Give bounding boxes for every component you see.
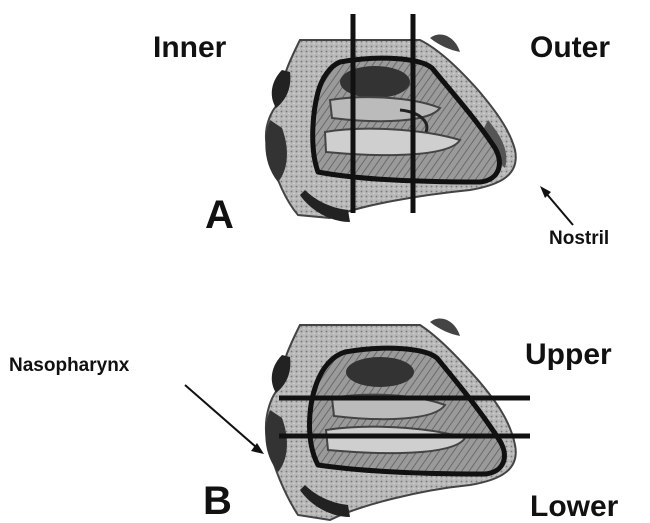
panel-b-illustration [185,318,530,520]
upper-label: Upper [525,340,612,370]
nostril-label: Nostril [549,229,609,248]
nostril-arrow [545,192,573,225]
nasopharynx-label: Nasopharynx [9,356,129,375]
lower-label: Lower [530,492,618,522]
panel-a-letter: A [205,195,234,235]
nasopharynx-arrow [185,385,256,447]
panel-a-illustration [265,14,573,225]
panel-b-letter: B [203,481,232,521]
outer-label: Outer [530,33,610,63]
inner-label: Inner [153,33,226,63]
panel-b-superior-turbinate [346,357,414,387]
